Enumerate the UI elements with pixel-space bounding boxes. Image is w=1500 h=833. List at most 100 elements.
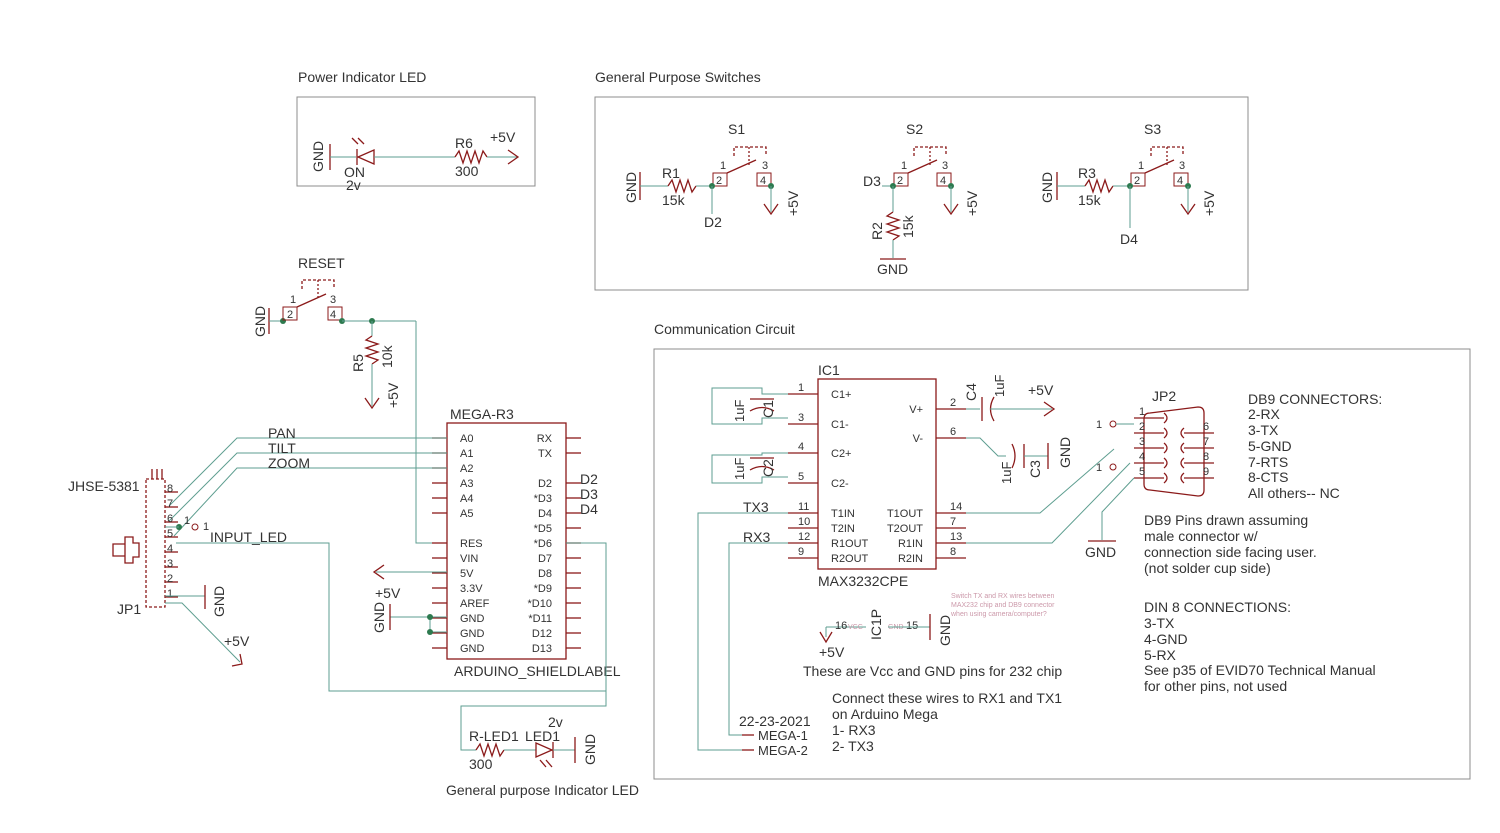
- svg-text:GND: GND: [1039, 172, 1055, 203]
- svg-text:C3: C3: [1027, 460, 1043, 478]
- ic1-right-pin-name: R2IN: [898, 553, 923, 565]
- svg-text:for other pins, not used: for other pins, not used: [1144, 678, 1287, 694]
- ic1-left-pin-name: T1IN: [831, 508, 855, 520]
- ic1-left-pin-num: 1: [798, 382, 804, 394]
- svg-text:8-CTS: 8-CTS: [1248, 469, 1288, 485]
- svg-text:3: 3: [762, 160, 768, 172]
- svg-text:R-LED1: R-LED1: [469, 728, 519, 744]
- switches-frame: [594, 96, 1249, 291]
- svg-text:16: 16: [835, 620, 847, 632]
- power-vcc: +5V: [490, 129, 516, 145]
- ic1-left-pin-name: R2OUT: [831, 553, 869, 565]
- svg-text:3-TX: 3-TX: [1144, 615, 1175, 631]
- mega-right-pin-label: D12: [532, 628, 552, 640]
- mega-left-pin-label: VIN: [460, 553, 478, 565]
- svg-text:+5V: +5V: [819, 644, 845, 660]
- svg-text:+5V: +5V: [1028, 382, 1054, 398]
- jhse-pin-label: 2: [167, 573, 173, 585]
- mega-left-pin-label: GND: [460, 628, 485, 640]
- net-zoom: ZOOM: [268, 455, 310, 471]
- communication-frame: [653, 348, 1471, 780]
- mega-left-pin-label: GND: [460, 613, 485, 625]
- jhse-name: JHSE-5381: [68, 478, 140, 494]
- ic1-left-pins: 1C1+3C1-4C2+5C2-11T1IN10T2IN12R1OUT9R2OU…: [788, 382, 869, 565]
- svg-text:GND: GND: [1057, 437, 1073, 468]
- svg-text:2: 2: [287, 309, 293, 321]
- mega-left-pin-label: A3: [460, 478, 473, 490]
- svg-text:RX3: RX3: [743, 529, 770, 545]
- svg-text:C1: C1: [760, 400, 776, 418]
- svg-text:2- TX3: 2- TX3: [832, 738, 874, 754]
- power-r-name: R6: [455, 135, 473, 151]
- svg-text:1: 1: [1096, 462, 1102, 474]
- svg-text:VCC: VCC: [848, 624, 863, 631]
- svg-text:R3: R3: [1078, 165, 1096, 181]
- jp2-pin-contact: [1180, 442, 1185, 454]
- db9-pins-note: DB9 Pins drawn assuming male connector w…: [1144, 512, 1317, 576]
- svg-text:DB9 Pins drawn assuming: DB9 Pins drawn assuming: [1144, 512, 1308, 528]
- switches-title: General Purpose Switches: [595, 69, 761, 85]
- jp2-right-pin-label: 9: [1203, 466, 1209, 478]
- mega-right-pin-label: *D6: [534, 538, 552, 550]
- svg-text:+5V: +5V: [1201, 190, 1217, 216]
- mega-left-pin-label: GND: [460, 643, 485, 655]
- ic1-left-pin-num: 3: [798, 412, 804, 424]
- arduino-mega: MEGA-R3 ARDUINO_SHIELDLABEL A0A1A2A3A4A5…: [168, 406, 621, 751]
- db9-connectors-note: DB9 CONNECTORS: 2-RX 3-TX 5-GND 7-RTS 8-…: [1248, 391, 1382, 501]
- s1-gnd: GND: [623, 172, 639, 203]
- mega-right-pin-label: *D3: [534, 493, 552, 505]
- power-led-circuit: GND ON 2v R6 300 +5V: [310, 129, 520, 193]
- jp2-left-pin-label: 5: [1139, 466, 1145, 478]
- svg-text:+5V: +5V: [375, 585, 401, 601]
- power-led-frame: [296, 96, 536, 187]
- svg-text:4: 4: [1177, 175, 1183, 187]
- svg-text:All others-- NC: All others-- NC: [1248, 485, 1340, 501]
- jp2-pin-contact: [1180, 457, 1185, 469]
- svg-text:1: 1: [901, 160, 907, 172]
- power-led-name: ON: [344, 164, 365, 180]
- ic1-right-pin-name: T2OUT: [887, 523, 923, 535]
- svg-text:3: 3: [330, 294, 336, 306]
- svg-text:1uF: 1uF: [732, 458, 747, 480]
- svg-text:7-RTS: 7-RTS: [1248, 454, 1288, 470]
- s1-r-value: 15k: [662, 192, 686, 208]
- din8-note: DIN 8 CONNECTIONS: 3-TX 4-GND 5-RX See p…: [1144, 599, 1376, 694]
- svg-text:10k: 10k: [379, 344, 395, 368]
- mega-right-pin-label: D8: [538, 568, 552, 580]
- svg-text:D4: D4: [1120, 231, 1138, 247]
- jhse-pin-label: 1: [167, 588, 173, 600]
- ic1-part: MAX3232CPE: [818, 573, 908, 589]
- mega-left-pin-label: RES: [460, 538, 483, 550]
- mega-right-pin-label: D7: [538, 553, 552, 565]
- jp2-pin-contact: [1180, 472, 1185, 484]
- power-r-value: 300: [455, 163, 479, 179]
- mega-left-pin-label: A2: [460, 463, 473, 475]
- power-led-value: 2v: [346, 177, 361, 193]
- ic1-right-pin-num: 14: [950, 501, 962, 513]
- svg-text:1: 1: [290, 294, 296, 306]
- svg-text:4: 4: [330, 309, 336, 321]
- mega-date: 22-23-2021: [739, 713, 811, 729]
- mega-left-pin-label: 5V: [460, 568, 474, 580]
- svg-text:GND: GND: [1085, 544, 1116, 560]
- net-tilt: TILT: [268, 440, 296, 456]
- switch-s2: D3 1 2 3 4 S2 R2 15k GND +5V: [863, 121, 980, 277]
- svg-text:GND: GND: [252, 306, 268, 337]
- svg-text:5-GND: 5-GND: [1248, 438, 1292, 454]
- svg-text:DIN 8 CONNECTIONS:: DIN 8 CONNECTIONS:: [1144, 599, 1291, 615]
- s1-net: D2: [704, 214, 722, 230]
- svg-text:MEGA-1: MEGA-1: [758, 728, 808, 743]
- jp2-left-pin-label: 1: [1139, 406, 1145, 418]
- ic1-left-pin-num: 4: [798, 441, 804, 453]
- jp2-left-pin-label: 3: [1139, 436, 1145, 448]
- mega-right-pin-label: RX: [537, 433, 553, 445]
- svg-text:4: 4: [940, 175, 946, 187]
- mega-right-pin-label: *D5: [534, 523, 552, 535]
- jp2-right-pin-label: 6: [1203, 421, 1209, 433]
- svg-text:15k: 15k: [900, 214, 916, 238]
- svg-text:1- RX3: 1- RX3: [832, 722, 876, 738]
- jp2-right-pin-label: 8: [1203, 451, 1209, 463]
